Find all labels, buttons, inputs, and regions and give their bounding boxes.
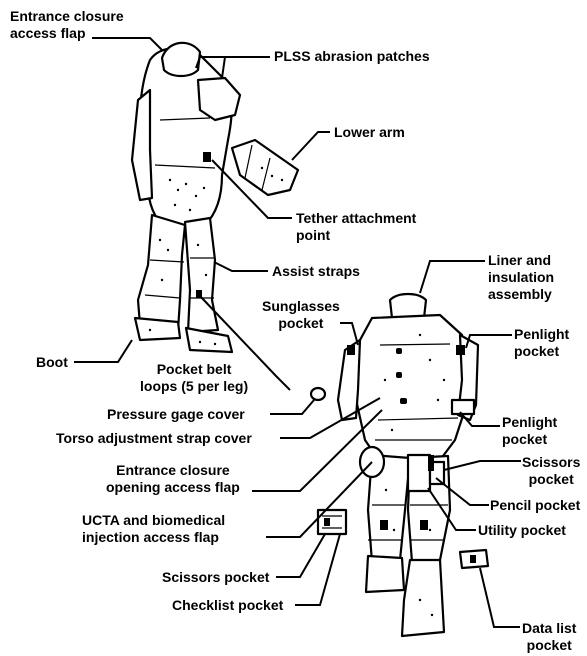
label-pressure-gage-cover: Pressure gage cover	[107, 406, 245, 423]
label-scissors-pocket-right: Scissors pocket	[522, 454, 580, 488]
label-utility-pocket: Utility pocket	[478, 522, 566, 539]
label-sunglasses-pocket: Sunglasses pocket	[262, 298, 340, 332]
label-penlight-pocket-upper: Penlight pocket	[514, 326, 569, 360]
label-ucta-biomedical-injection-access-flap: UCTA and biomedical injection access fla…	[82, 512, 225, 546]
label-penlight-pocket-lower: Penlight pocket	[502, 414, 557, 448]
lower-arm-detail	[232, 140, 298, 195]
label-pencil-pocket: Pencil pocket	[490, 497, 580, 514]
label-tether-attachment-point: Tether attachment point	[296, 210, 416, 244]
label-torso-adjustment-strap-cover: Torso adjustment strap cover	[56, 430, 252, 447]
rear-left-arm	[132, 90, 152, 200]
pressure-gage-cover-part	[311, 388, 325, 400]
front-right-cuff	[452, 400, 474, 414]
front-suit	[338, 294, 478, 636]
label-pocket-belt-loops: Pocket belt loops (5 per leg)	[140, 361, 248, 395]
label-plss-abrasion-patches: PLSS abrasion patches	[274, 48, 430, 65]
label-assist-straps: Assist straps	[272, 263, 360, 280]
rear-left-leg	[138, 215, 185, 330]
utility-pocket-panel	[408, 455, 430, 491]
label-entrance-closure-opening-access-flap: Entrance closure opening access flap	[106, 462, 240, 496]
rear-suit	[132, 43, 240, 352]
label-entrance-closure-access-flap: Entrance closure access flap	[10, 8, 124, 42]
label-scissors-pocket-left: Scissors pocket	[162, 569, 269, 586]
rear-left-boot	[135, 318, 180, 340]
label-liner-and-insulation-assembly: Liner and insulation assembly	[488, 252, 554, 303]
label-checklist-pocket: Checklist pocket	[172, 597, 283, 614]
lower-arm-shape	[232, 140, 298, 195]
tether-attachment-mark	[203, 152, 211, 162]
front-right-boot	[402, 560, 444, 636]
label-lower-arm: Lower arm	[334, 124, 405, 141]
rear-right-leg	[185, 218, 218, 332]
label-boot: Boot	[36, 354, 68, 371]
rear-neck-ring	[162, 43, 200, 76]
rear-right-boot	[186, 328, 232, 352]
label-data-list-pocket: Data list pocket	[522, 620, 576, 654]
front-left-boot	[366, 556, 404, 592]
rear-shoulder	[198, 78, 240, 120]
